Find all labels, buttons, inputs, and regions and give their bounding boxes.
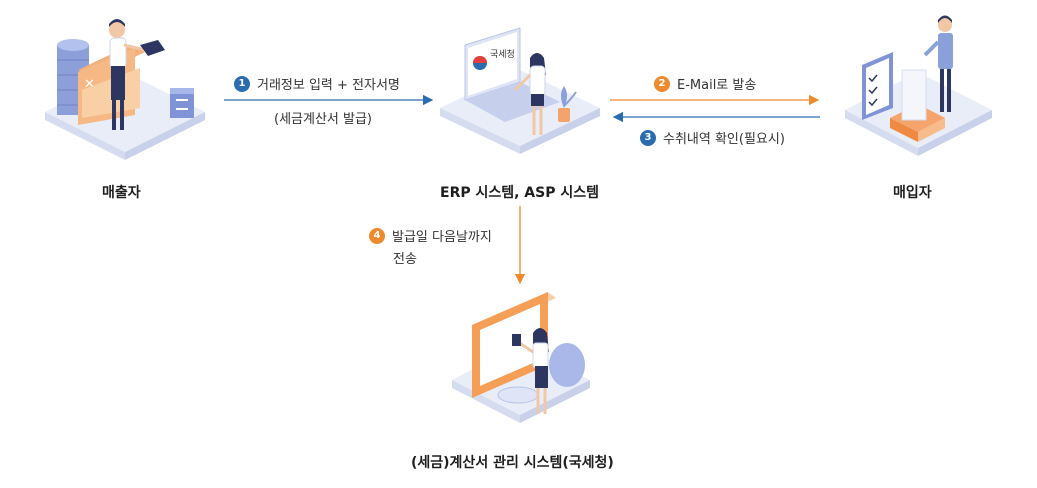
step-2: 2 E-Mail로 발송 bbox=[654, 74, 756, 93]
step-2-badge: 2 bbox=[654, 75, 670, 92]
step-1-text: 거래정보 입력 + 전자서명 bbox=[257, 78, 400, 93]
nts-illustration bbox=[452, 292, 590, 423]
step-4: 4 발급일 다음날까지 bbox=[369, 226, 492, 245]
erp-label: ERP 시스템, ASP 시스템 bbox=[440, 185, 600, 201]
nts-label: (세금)계산서 관리 시스템(국세청) bbox=[411, 455, 614, 471]
step-4-text: 발급일 다음날까지 bbox=[392, 230, 492, 245]
step-1: 1 거래정보 입력 + 전자서명 bbox=[234, 74, 400, 93]
seller-illustration: ✕ bbox=[45, 19, 205, 160]
erp-screen-text: 국세청 bbox=[490, 49, 515, 60]
step-3-text: 수취내역 확인(필요시) bbox=[663, 132, 785, 147]
svg-text:✕: ✕ bbox=[84, 77, 95, 92]
seller-label: 매출자 bbox=[102, 185, 141, 201]
step-3-badge: 3 bbox=[640, 129, 656, 146]
step-1-badge: 1 bbox=[234, 75, 250, 92]
step-2-text: E-Mail로 발송 bbox=[677, 78, 757, 93]
step-4-badge: 4 bbox=[369, 227, 385, 244]
erp-illustration: 국세청 bbox=[440, 27, 600, 154]
step-4-subtext: 전송 bbox=[393, 252, 417, 267]
step-3: 3 수취내역 확인(필요시) bbox=[640, 128, 785, 147]
step-1-subtext: (세금계산서 발급) bbox=[274, 112, 372, 127]
buyer-illustration bbox=[845, 15, 992, 156]
buyer-label: 매입자 bbox=[893, 185, 932, 201]
